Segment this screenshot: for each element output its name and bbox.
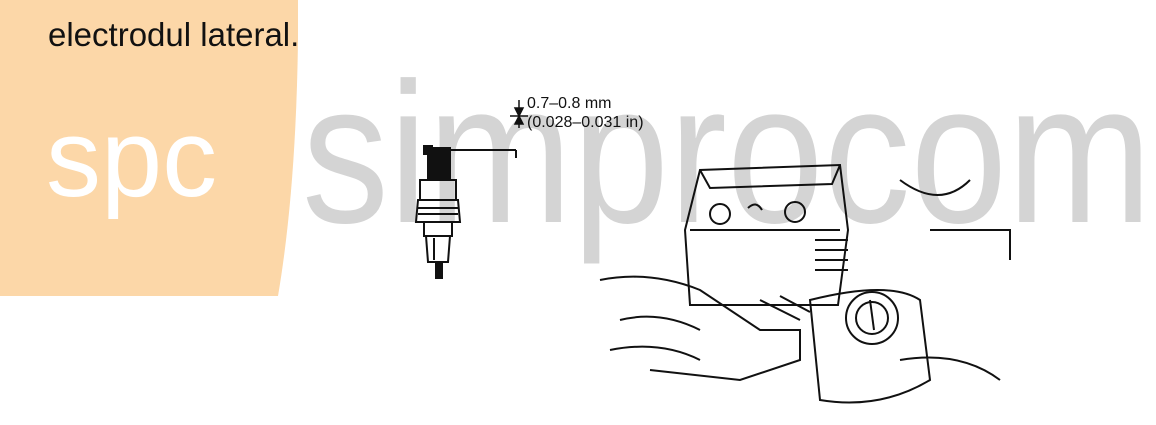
spark-plug bbox=[414, 145, 517, 279]
gap-mm-label: 0.7–0.8 mm bbox=[527, 95, 612, 112]
gap-dimension-marker bbox=[510, 100, 528, 128]
logo-orange-shape bbox=[0, 0, 298, 296]
paragraph-text: electrodul lateral. bbox=[48, 16, 300, 53]
gap-in-label: (0.028–0.031 in) bbox=[527, 114, 644, 131]
engine-assembly bbox=[599, 163, 1011, 404]
logo-spc-text: spc bbox=[46, 97, 217, 220]
